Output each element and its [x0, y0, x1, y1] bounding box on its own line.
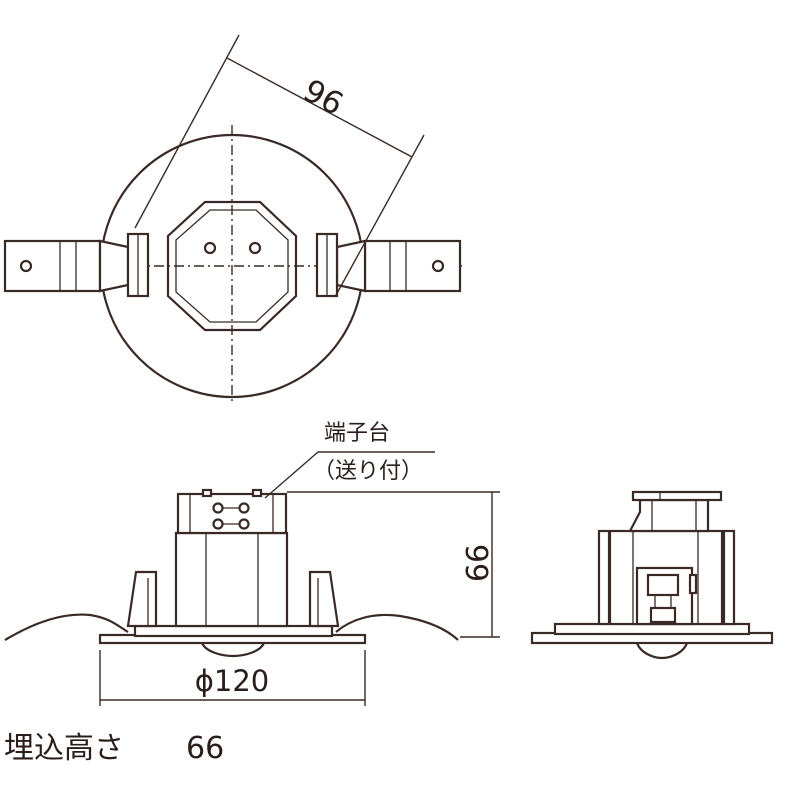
- dimension-height: 66: [287, 491, 500, 638]
- lens-dome: [200, 642, 266, 658]
- base-ring: [133, 624, 334, 638]
- side-spring-right: [308, 570, 340, 628]
- mounting-spring-right: [315, 232, 462, 298]
- body-octagon: [166, 200, 298, 332]
- ceiling-line-left: [4, 613, 129, 641]
- dimension-diameter: ϕ120: [99, 650, 366, 706]
- embed-height-value: 66: [186, 731, 224, 766]
- body-octagon-inner: [175, 209, 289, 323]
- terminal-leader: [264, 451, 319, 499]
- dimension-diameter-label: ϕ120: [195, 664, 269, 698]
- terminal-block: [176, 488, 288, 535]
- dimension-height-label: 66: [461, 544, 496, 582]
- body-box: [174, 531, 289, 628]
- profile-lens: [635, 642, 689, 660]
- profile-view: [530, 490, 774, 660]
- screw-hole-left: [203, 241, 217, 255]
- mounting-spring-left: [3, 232, 150, 298]
- dimension-96-label: 96: [297, 73, 349, 123]
- profile-base: [553, 622, 751, 636]
- terminal-label-line1: 端子台: [324, 421, 390, 446]
- terminal-label-line2: （送り付）: [313, 459, 423, 484]
- side-spring-left: [126, 570, 158, 628]
- ceiling-line-right: [335, 613, 459, 641]
- screw-hole-right: [248, 241, 262, 255]
- embed-height-caption: 埋込高さ: [4, 731, 124, 766]
- side-view: 端子台 （送り付） 66 ϕ120: [4, 421, 500, 706]
- top-view: 96: [3, 34, 462, 405]
